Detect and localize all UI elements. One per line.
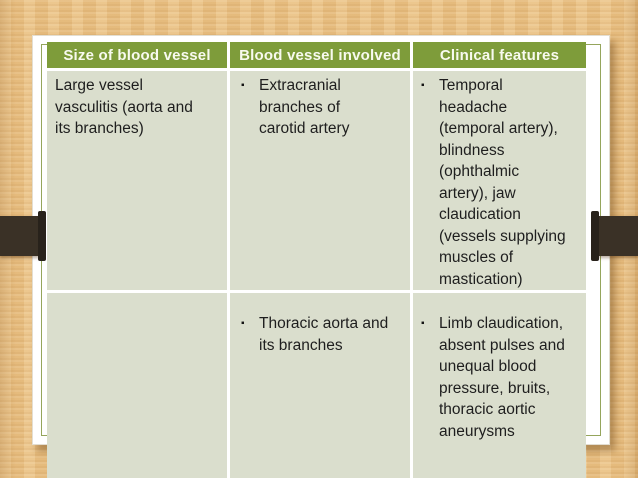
features-text: Limb claudication, absent pulses and une… xyxy=(439,315,565,440)
vessel-text: Thoracic aorta and its branches xyxy=(259,315,389,354)
list-item: ▪ Limb claudication, absent pulses and u… xyxy=(419,313,584,442)
size-text: Large vessel vasculitis (aorta and its b… xyxy=(55,77,193,137)
features-text: Temporal headache (temporal artery), bli… xyxy=(439,77,566,288)
cell-features-row1: ▪ Temporal headache (temporal artery), b… xyxy=(413,71,586,290)
cell-size-row1: Large vessel vasculitis (aorta and its b… xyxy=(47,71,227,290)
cell-vessel-row1: ▪ Extracranial branches of carotid arter… xyxy=(230,71,410,290)
bullet-square-icon: ▪ xyxy=(241,80,245,91)
cell-vessel-row2: ▪ Thoracic aorta and its branches xyxy=(230,293,410,478)
left-ribbon-cap-icon xyxy=(38,211,46,261)
list-item: ▪ Extracranial branches of carotid arter… xyxy=(239,75,408,140)
bullet-square-icon: ▪ xyxy=(421,318,425,329)
column-header-vessel: Blood vessel involved xyxy=(230,42,410,68)
bullet-square-icon: ▪ xyxy=(421,80,425,91)
bullet-square-icon: ▪ xyxy=(241,318,245,329)
cell-features-row2: ▪ Limb claudication, absent pulses and u… xyxy=(413,293,586,478)
vessel-text: Extracranial branches of carotid artery xyxy=(259,77,350,137)
list-item: ▪ Thoracic aorta and its branches xyxy=(239,313,408,356)
right-ribbon-cap-icon xyxy=(591,211,599,261)
column-header-clinical-features: Clinical features xyxy=(413,42,586,68)
right-ribbon xyxy=(598,216,638,256)
left-ribbon xyxy=(0,216,40,256)
cell-size-row2 xyxy=(47,293,227,478)
column-header-size: Size of blood vessel xyxy=(47,42,227,68)
list-item: ▪ Temporal headache (temporal artery), b… xyxy=(419,75,584,290)
vasculitis-table: Size of blood vessel Blood vessel involv… xyxy=(47,42,586,478)
